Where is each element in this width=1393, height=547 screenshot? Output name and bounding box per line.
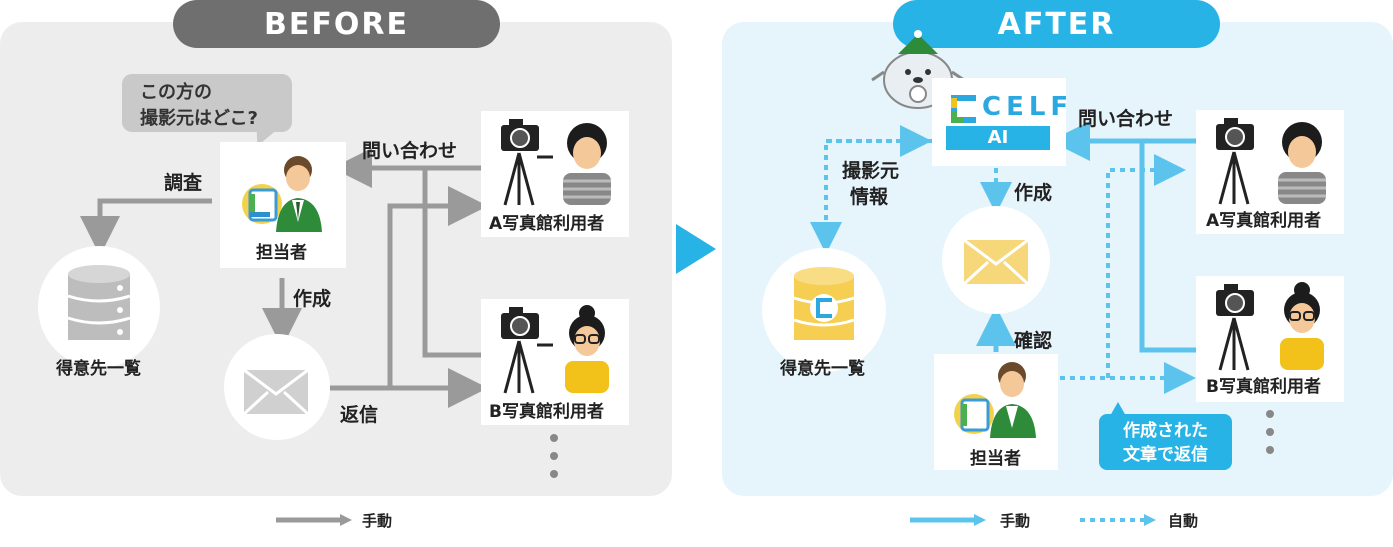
before-customer-list-label: 得意先一覧 [56,359,141,379]
more-dot [1266,446,1274,454]
after-staff-label: 担当者 [970,449,1021,469]
before-user-b-card: B写真館利用者 [481,299,629,425]
after-database-circle [762,248,886,372]
after-source-info-label: 撮影元 情報 [842,158,899,210]
legend-auto-label: 自動 [1168,512,1199,530]
camera-tripod-icon [1216,118,1326,205]
database-icon [793,267,855,340]
before-create-label: 作成 [293,288,332,310]
more-dot [550,470,558,478]
staff-person-icon [954,362,1036,438]
bubble-line-2: 撮影元はどこ? [140,108,258,129]
celf-ai-badge: AI [946,126,1050,150]
legend-manual-after-label: 手動 [1000,512,1031,530]
reply-note: 作成された 文章で返信 [1099,414,1232,470]
before-database-circle [38,246,160,368]
question-bubble: この方の 撮影元はどこ? [122,74,292,132]
before-user-a-label: A写真館利用者 [489,214,605,234]
more-dot [550,434,558,442]
before-staff-label: 担当者 [256,243,307,263]
celf-logo-text: CELF [982,92,1074,122]
before-user-b-label: B写真館利用者 [489,402,604,422]
reply-note-line-1: 作成された [1123,421,1208,441]
after-user-a-card: A写真館利用者 [1196,110,1344,234]
before-reply-label: 返信 [340,404,379,426]
reply-note-tail [1110,402,1126,416]
before-inquiry-label: 問い合わせ [362,140,458,162]
bubble-line-1: この方の [140,82,212,103]
after-user-a-label: A写真館利用者 [1206,211,1322,231]
transition-arrow [676,224,716,274]
after-confirm-label: 確認 [1014,330,1053,352]
celf-logo-icon [951,95,976,123]
staff-person-icon [242,156,322,232]
legend-manual-before-arrow [276,514,352,526]
camera-tripod-icon [501,119,611,206]
before-user-a-card: A写真館利用者 [481,111,629,237]
before-staff-card: 担当者 [220,142,346,268]
more-dot [550,452,558,460]
after-customer-list-label: 得意先一覧 [780,359,865,379]
reply-note-line-2: 文章で返信 [1123,445,1208,465]
camera-tripod-woman-icon [1216,282,1324,371]
before-arrows [80,148,488,408]
before-title: BEFORE [173,0,500,48]
more-dot [1266,428,1274,436]
after-staff-card: 担当者 [934,354,1058,470]
before-mail-circle [224,334,330,440]
after-inquiry-label: 問い合わせ [1078,108,1174,130]
camera-tripod-woman-icon [501,305,609,394]
legend-auto-arrow [1080,514,1156,526]
more-dot [1266,410,1274,418]
legend-manual-after-arrow [910,514,986,526]
after-create-label: 作成 [1014,182,1053,204]
after-mail-circle [942,206,1050,314]
after-user-b-card: B写真館利用者 [1196,276,1344,402]
source-info-line-2: 情報 [850,186,889,208]
mail-icon [242,368,310,416]
before-investigate-label: 調査 [164,172,203,194]
source-info-line-1: 撮影元 [842,160,900,182]
mail-icon [962,238,1030,286]
legend-manual-before-label: 手動 [362,512,393,530]
after-title: AFTER [893,0,1220,48]
database-icon [67,265,131,340]
after-user-b-label: B写真館利用者 [1206,377,1321,397]
